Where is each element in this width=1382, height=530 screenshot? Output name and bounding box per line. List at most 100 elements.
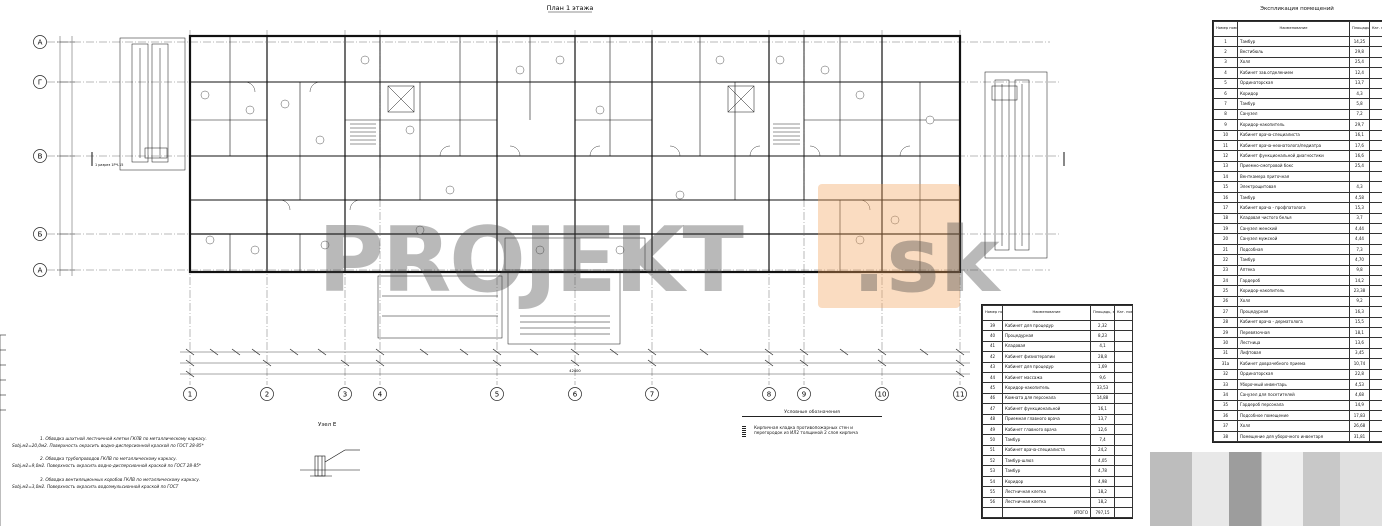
room-number-cell: 16 (1214, 192, 1238, 202)
axis-marker-a-top: А (34, 36, 47, 49)
room-category-cell (1370, 421, 1382, 431)
room-number-cell: 11 (1214, 140, 1238, 150)
room-category-cell (1370, 68, 1382, 78)
room-category-cell (1115, 341, 1133, 351)
room-category-cell (1115, 352, 1133, 362)
room-number-cell: 25 (1214, 286, 1238, 296)
room-category-cell (1115, 487, 1133, 497)
room-area-cell: 7,2 (1350, 109, 1370, 119)
axis-marker-b: Б (34, 228, 47, 241)
room-category-cell (1115, 393, 1133, 403)
room-category-cell (1115, 362, 1133, 372)
room-area-cell: 4,53 (1350, 379, 1370, 389)
room-name-cell: Кабинет функциональной диагностики (1238, 151, 1350, 161)
room-name-cell: Коридор (1238, 88, 1350, 98)
svg-text:1: 1 (188, 391, 192, 399)
room-area-cell: 18,2 (1091, 497, 1115, 507)
room-name-cell: Лестничная клетка (1003, 487, 1091, 497)
header-room-no: Номер поме- щения (1214, 22, 1238, 37)
room-name-cell: Лифтовая (1238, 348, 1350, 358)
explication-table-right: Номер поме- щения Наименование Площадь, … (1212, 20, 1382, 443)
room-area-cell: 4,44 (1350, 224, 1370, 234)
room-area-cell: 17,83 (1350, 411, 1370, 421)
room-area-cell: 22,8 (1350, 369, 1370, 379)
room-number-cell: 39 (983, 321, 1003, 331)
room-area-cell (1350, 172, 1370, 182)
room-area-cell: 15,3 (1350, 203, 1370, 213)
room-name-cell: Гардероб персонала (1238, 400, 1350, 410)
total-label: ИТОГО (1003, 508, 1091, 518)
room-name-cell: Гардероб (1238, 275, 1350, 285)
axis-marker-a-bottom: А (34, 264, 47, 277)
room-name-cell: Коридор-накопитель (1238, 286, 1350, 296)
svg-text:8: 8 (767, 391, 771, 399)
room-name-cell: Ординаторская (1238, 369, 1350, 379)
room-number-cell: 32 (1214, 369, 1238, 379)
room-category-cell (1370, 431, 1382, 441)
room-number-cell: 24 (1214, 275, 1238, 285)
room-area-cell: 9,6 (1091, 372, 1115, 382)
room-name-cell: Кабинет врача - дерматолога (1238, 317, 1350, 327)
room-number-cell: 51 (983, 445, 1003, 455)
general-notes: 1. Обводка шахтной лестничной клетки ГКЛ… (12, 436, 272, 497)
room-area-cell: 29,8 (1350, 47, 1370, 57)
header-room-no: Номер поме- щения (983, 306, 1003, 321)
room-number-cell: 38 (1214, 431, 1238, 441)
room-number-cell: 47 (983, 404, 1003, 414)
room-area-cell: 9,2 (1350, 296, 1370, 306)
room-category-cell (1370, 88, 1382, 98)
room-number-cell: 26 (1214, 296, 1238, 306)
axis-marker-g: Г (34, 76, 47, 89)
room-number-cell: 56 (983, 497, 1003, 507)
room-category-cell (1370, 234, 1382, 244)
room-category-cell (1370, 47, 1382, 57)
room-area-cell: 4,70 (1350, 255, 1370, 265)
room-number-cell: 48 (983, 414, 1003, 424)
room-number-cell: 30 (1214, 338, 1238, 348)
svg-text:11: 11 (956, 391, 965, 399)
room-category-cell (1115, 414, 1133, 424)
legend-title: Условные обозначения (742, 410, 882, 417)
room-name-cell: Санузел женский (1238, 224, 1350, 234)
room-category-cell (1370, 286, 1382, 296)
room-area-cell: 3,45 (1350, 348, 1370, 358)
room-name-cell: Кабинет врача-специалиста (1003, 445, 1091, 455)
svg-text:7: 7 (650, 391, 654, 399)
room-name-cell: Тамбур (1238, 99, 1350, 109)
grid-axes-letters: А Г В Б А (34, 36, 47, 277)
room-name-cell: Ординаторская (1238, 78, 1350, 88)
axis-marker-5: 5 (491, 388, 504, 401)
brick-hatch-icon (742, 425, 746, 437)
room-area-cell: 4,78 (1091, 466, 1115, 476)
room-area-cell: 12,4 (1350, 68, 1370, 78)
axis-marker-v: В (34, 150, 47, 163)
room-name-cell: Лестница (1238, 338, 1350, 348)
room-area-cell: 4,3 (1350, 182, 1370, 192)
room-number-cell: 54 (983, 476, 1003, 486)
room-category-cell (1115, 445, 1133, 455)
room-area-cell: 25,4 (1350, 57, 1370, 67)
room-area-cell: 4,05 (1091, 456, 1115, 466)
svg-text:А: А (38, 39, 43, 47)
